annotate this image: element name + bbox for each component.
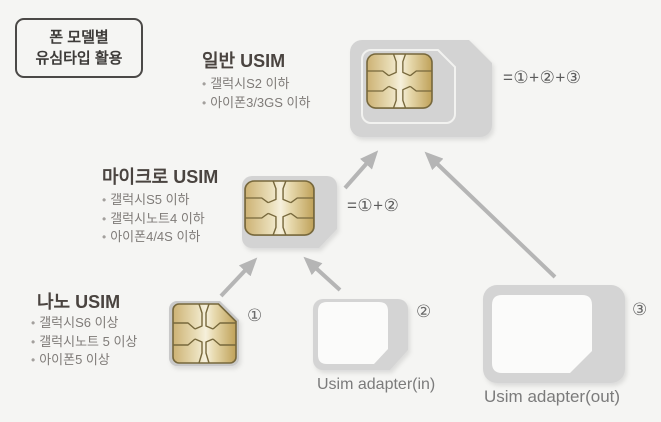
- bullet-icon: •: [31, 316, 36, 330]
- badge-line1: 폰 모델별: [49, 29, 109, 46]
- adapter-in-number-badge: ②: [416, 302, 432, 321]
- adapter-in-label: Usim adapter(in): [317, 376, 436, 393]
- sim-chip-icon: [244, 180, 315, 236]
- bullet-icon: •: [102, 211, 107, 226]
- bullet-item: • 갤럭시노트4 이하: [102, 210, 205, 229]
- nano-usim-bullets: • 갤럭시S6 이상 • 갤럭시노트 5 이상 • 아이폰5 이상: [31, 314, 137, 370]
- micro-formula: =①+②: [347, 196, 400, 215]
- sim-card-micro-icon: [242, 176, 337, 248]
- usim-adapter-in-icon: [313, 299, 408, 370]
- sim-chip-icon: [366, 53, 433, 109]
- bullet-item: • 아이폰3/3GS 이하: [202, 94, 310, 113]
- bullet-item: • 갤럭시S6 이상: [31, 314, 137, 333]
- bullet-icon: •: [202, 95, 207, 110]
- bullet-label: 갤럭시S5 이하: [110, 192, 190, 207]
- nano-number-badge: ①: [247, 306, 263, 325]
- bullet-icon: •: [31, 353, 36, 367]
- bullet-item: • 갤럭시노트 5 이상: [31, 333, 137, 352]
- title-badge: 폰 모델별 유심타입 활용: [15, 18, 143, 78]
- micro-usim-title: 마이크로 USIM: [102, 167, 219, 187]
- sim-card-nano-icon: [169, 301, 239, 366]
- bullet-icon: •: [102, 230, 107, 244]
- arrow-adapterout-to-regular-icon: [424, 151, 557, 279]
- adapter-out-number-badge: ③: [632, 300, 648, 319]
- bullet-label: 갤럭시S2 이하: [210, 76, 290, 91]
- regular-formula: =①+②+③: [503, 68, 582, 87]
- micro-cutout-outline: [361, 49, 456, 124]
- bullet-label: 갤럭시노트4 이하: [110, 210, 205, 226]
- bullet-icon: •: [202, 77, 207, 91]
- arrow-nano-to-micro-icon: [219, 257, 258, 298]
- bullet-label: 아이폰5 이상: [39, 352, 110, 367]
- usim-adapter-out-icon: [483, 285, 625, 383]
- badge-line2: 유심타입 활용: [35, 50, 123, 67]
- bullet-item: • 갤럭시S5 이하: [102, 191, 205, 210]
- sim-chip-icon: [172, 303, 237, 364]
- bullet-item: • 갤럭시S2 이하: [202, 75, 310, 94]
- bullet-label: 아이폰3/3GS 이하: [210, 94, 311, 110]
- sim-card-regular-icon: [350, 40, 492, 137]
- arrow-adapterin-to-micro-icon: [303, 256, 342, 292]
- bullet-item: • 아이폰4/4S 이하: [102, 228, 205, 247]
- arrow-micro-to-regular-icon: [343, 150, 379, 190]
- nano-usim-title: 나노 USIM: [37, 292, 121, 312]
- bullet-item: • 아이폰5 이상: [31, 351, 137, 370]
- regular-usim-title: 일반 USIM: [202, 51, 286, 71]
- bullet-label: 아이폰4/4S 이하: [110, 229, 201, 244]
- bullet-icon: •: [31, 334, 36, 349]
- adapter-out-label: Usim adapter(out): [484, 387, 621, 406]
- bullet-icon: •: [102, 193, 107, 207]
- regular-usim-bullets: • 갤럭시S2 이하 • 아이폰3/3GS 이하: [202, 75, 310, 112]
- micro-usim-bullets: • 갤럭시S5 이하 • 갤럭시노트4 이하 • 아이폰4/4S 이하: [102, 191, 205, 247]
- bullet-label: 갤럭시노트 5 이상: [39, 333, 138, 349]
- bullet-label: 갤럭시S6 이상: [39, 315, 119, 330]
